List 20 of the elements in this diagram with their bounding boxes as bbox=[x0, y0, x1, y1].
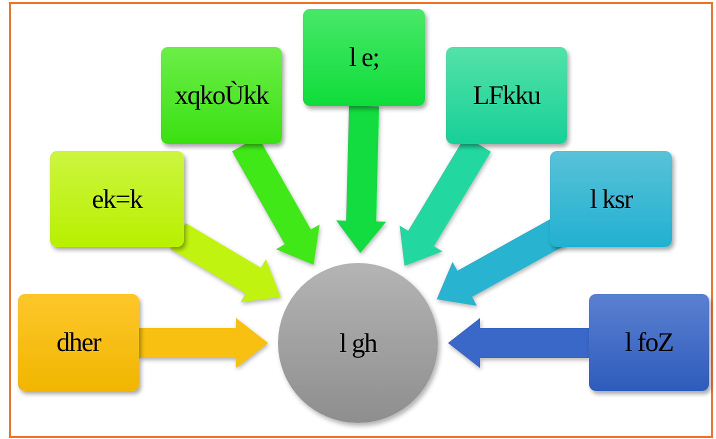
category-box bbox=[550, 151, 672, 247]
box-label: ek=k bbox=[92, 184, 142, 214]
category-box bbox=[161, 47, 282, 144]
center-circle bbox=[278, 263, 438, 423]
box-label: l e; bbox=[349, 42, 379, 73]
box-label: xqkoÙkk bbox=[174, 80, 268, 111]
category-box bbox=[589, 294, 709, 391]
box-label: l gh bbox=[339, 328, 377, 358]
box-label: l ksr bbox=[590, 184, 632, 214]
box-label: LFkku bbox=[472, 80, 540, 111]
box-label: dher bbox=[56, 327, 100, 358]
category-box bbox=[18, 294, 139, 391]
box-label: l foZ bbox=[624, 327, 674, 358]
block-arrow bbox=[170, 223, 281, 302]
block-arrow bbox=[336, 106, 386, 253]
category-box bbox=[50, 151, 184, 247]
block-arrow bbox=[448, 318, 589, 368]
block-arrow bbox=[139, 318, 268, 368]
category-box bbox=[303, 9, 425, 106]
category-box bbox=[446, 47, 567, 144]
